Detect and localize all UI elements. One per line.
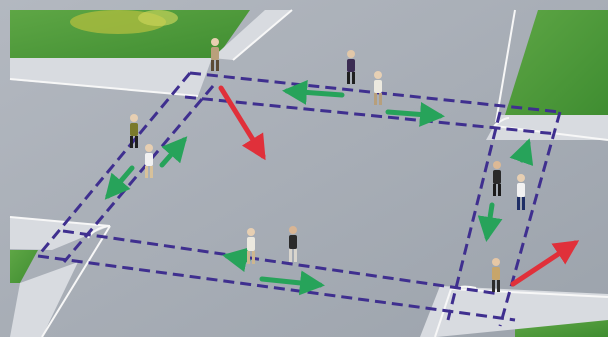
shrub-top-left-highlight — [138, 10, 178, 26]
